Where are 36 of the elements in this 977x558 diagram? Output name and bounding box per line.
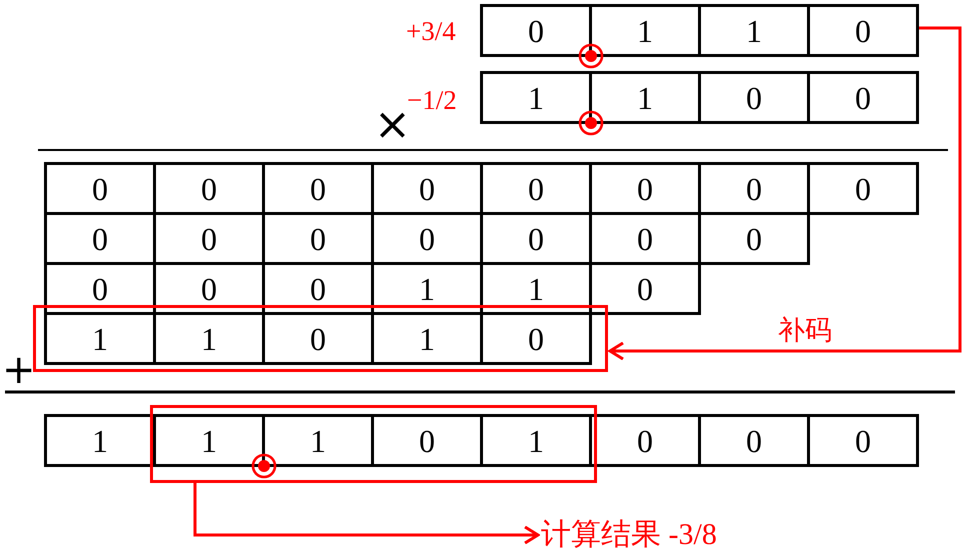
bit-cell: 0 [698, 417, 807, 464]
bit-cell: 0 [480, 315, 589, 362]
register-row [153, 414, 592, 467]
bit-cell-text: 1 [200, 422, 218, 460]
register-row [480, 71, 919, 124]
register-row [44, 262, 701, 315]
bit-cell: 0 [371, 417, 480, 464]
operator-sign: + [2, 350, 36, 390]
bit-cell: 0 [698, 74, 807, 121]
bit-cell-text: 0 [636, 422, 654, 460]
bit-cell: 1 [371, 315, 480, 362]
bit-cell-text: 0 [527, 12, 545, 50]
register-row [44, 212, 810, 265]
bit-cell-text: 1 [91, 320, 109, 358]
bit-cell: 1 [153, 315, 262, 362]
bit-cell: 0 [262, 315, 371, 362]
register-row [44, 162, 919, 215]
highlight-frame [150, 405, 597, 483]
register-row [44, 312, 592, 365]
bit-cell: 0 [807, 417, 916, 464]
bit-cell: 0 [807, 7, 916, 54]
bit-cell: 0 [807, 74, 916, 121]
arrow [194, 483, 540, 544]
register-row [480, 4, 919, 57]
bit-cell-text: 0 [91, 270, 109, 308]
bit-cell-text: 1 [527, 78, 545, 118]
register-row [589, 414, 919, 467]
bit-cell-text: 0 [91, 170, 109, 208]
result-text: 计算结果 -3/8 [541, 518, 717, 552]
value-label: +3/4 [406, 16, 456, 48]
bit-cell: 1 [698, 7, 807, 54]
bit-cell-text: 0 [91, 220, 109, 258]
arrow [608, 26, 962, 360]
highlight-frame [33, 305, 608, 372]
bit-cell-text: 1 [91, 422, 109, 460]
bit-cell: 1 [480, 417, 589, 464]
